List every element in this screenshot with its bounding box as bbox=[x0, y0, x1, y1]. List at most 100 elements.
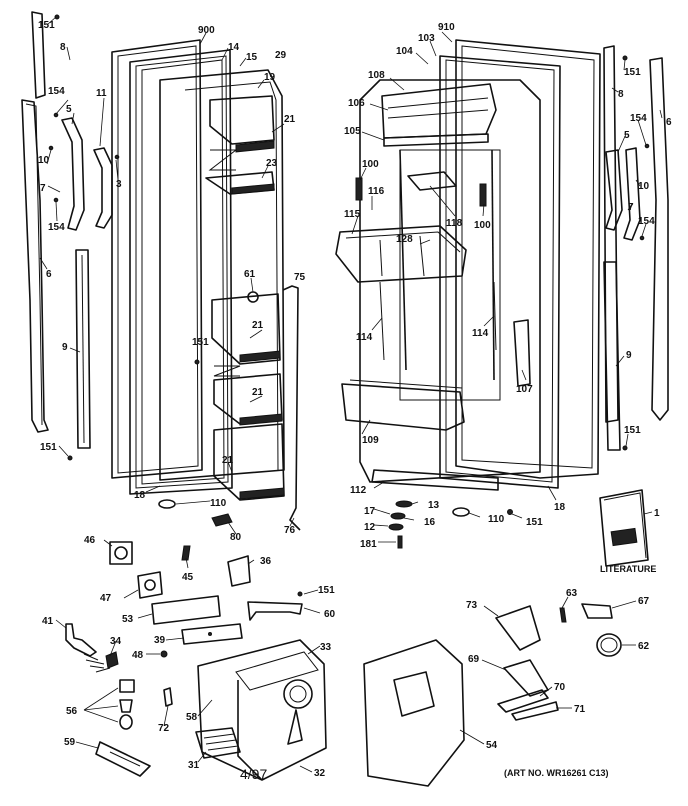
callout-31: 31 bbox=[188, 760, 200, 771]
callout-151: 151 bbox=[624, 67, 641, 78]
callout-45: 45 bbox=[182, 572, 194, 583]
callout-151: 151 bbox=[192, 337, 209, 348]
callout-47: 47 bbox=[100, 593, 112, 604]
callout-3: 3 bbox=[116, 179, 122, 190]
callout-11: 11 bbox=[96, 88, 107, 99]
freezer-door-assembly bbox=[111, 39, 301, 531]
callout-9: 9 bbox=[626, 350, 632, 361]
date-code: 4/97 bbox=[240, 766, 267, 782]
callout-8: 8 bbox=[60, 42, 66, 53]
callout-16: 16 bbox=[424, 517, 436, 528]
callout-21: 21 bbox=[284, 114, 296, 125]
callout-17: 17 bbox=[364, 506, 376, 517]
callout-112: 112 bbox=[350, 485, 367, 496]
callout-18: 18 bbox=[554, 502, 566, 513]
callout-58: 58 bbox=[186, 712, 198, 723]
callout-34: 34 bbox=[110, 636, 122, 647]
art-number: (ART NO. WR16261 C13) bbox=[504, 768, 609, 778]
callout-151: 151 bbox=[526, 517, 543, 528]
callout-110: 110 bbox=[210, 498, 227, 509]
callout-69: 69 bbox=[468, 654, 480, 665]
callout-39: 39 bbox=[154, 635, 166, 646]
callout-73: 73 bbox=[466, 600, 478, 611]
callout-32: 32 bbox=[314, 768, 326, 779]
callout-21: 21 bbox=[252, 387, 264, 398]
callout-labels: 151 8 154 5 11 10 3 7 154 6 9 151 900 14… bbox=[38, 20, 672, 779]
callout-48: 48 bbox=[132, 650, 144, 661]
callout-10: 10 bbox=[638, 181, 650, 192]
callout-900: 900 bbox=[198, 25, 215, 36]
literature-label: LITERATURE bbox=[600, 564, 656, 574]
callout-54: 54 bbox=[486, 740, 498, 751]
callout-53: 53 bbox=[122, 614, 134, 625]
callout-67: 67 bbox=[638, 596, 650, 607]
callout-100: 100 bbox=[362, 159, 379, 170]
callout-5: 5 bbox=[66, 104, 72, 115]
leader-lines bbox=[39, 16, 663, 773]
dispenser-parts bbox=[65, 541, 622, 787]
callout-41: 41 bbox=[42, 616, 54, 627]
callout-76: 76 bbox=[284, 525, 296, 536]
callout-72: 72 bbox=[158, 723, 170, 734]
callout-104: 104 bbox=[396, 46, 413, 57]
callout-13: 13 bbox=[428, 500, 440, 511]
callout-12: 12 bbox=[364, 522, 376, 533]
callout-7: 7 bbox=[40, 183, 46, 194]
callout-29: 29 bbox=[275, 50, 287, 61]
callout-21: 21 bbox=[222, 455, 234, 466]
callout-8: 8 bbox=[618, 89, 624, 100]
callout-14: 14 bbox=[228, 42, 240, 53]
callout-56: 56 bbox=[66, 706, 78, 717]
callout-71: 71 bbox=[574, 704, 586, 715]
callout-103: 103 bbox=[418, 33, 435, 44]
callout-151: 151 bbox=[624, 425, 641, 436]
callout-7: 7 bbox=[628, 202, 634, 213]
fresh-food-door-assembly bbox=[335, 39, 601, 549]
callout-114: 114 bbox=[472, 328, 489, 339]
callout-109: 109 bbox=[362, 435, 379, 446]
callout-118: 118 bbox=[446, 218, 463, 229]
callout-10: 10 bbox=[38, 155, 50, 166]
callout-151: 151 bbox=[38, 20, 55, 31]
callout-151: 151 bbox=[318, 585, 335, 596]
callout-1: 1 bbox=[654, 508, 660, 519]
callout-6: 6 bbox=[46, 269, 52, 280]
callout-116: 116 bbox=[368, 186, 385, 197]
callout-61: 61 bbox=[244, 269, 256, 280]
callout-46: 46 bbox=[84, 535, 96, 546]
callout-70: 70 bbox=[554, 682, 566, 693]
callout-19: 19 bbox=[264, 72, 276, 83]
callout-62: 62 bbox=[638, 641, 650, 652]
callout-100: 100 bbox=[474, 220, 491, 231]
callout-154: 154 bbox=[48, 222, 65, 233]
callout-115: 115 bbox=[344, 209, 361, 220]
callout-181: 181 bbox=[360, 539, 377, 550]
callout-154: 154 bbox=[630, 113, 647, 124]
literature-booklet bbox=[599, 489, 649, 567]
callout-105: 105 bbox=[344, 126, 361, 137]
callout-18: 18 bbox=[134, 490, 146, 501]
callout-63: 63 bbox=[566, 588, 578, 599]
callout-23: 23 bbox=[266, 158, 278, 169]
callout-106: 106 bbox=[348, 98, 365, 109]
callout-75: 75 bbox=[294, 272, 306, 283]
callout-36: 36 bbox=[260, 556, 272, 567]
callout-33: 33 bbox=[320, 642, 332, 653]
callout-15: 15 bbox=[246, 52, 258, 63]
callout-154: 154 bbox=[638, 216, 655, 227]
callout-108: 108 bbox=[368, 70, 385, 81]
callout-21: 21 bbox=[252, 320, 264, 331]
left-door-trim-parts bbox=[21, 11, 120, 461]
callout-114: 114 bbox=[356, 332, 373, 343]
callout-128: 128 bbox=[396, 234, 413, 245]
callout-80: 80 bbox=[230, 532, 242, 543]
callout-6: 6 bbox=[666, 117, 672, 128]
callout-107: 107 bbox=[516, 384, 533, 395]
callout-910: 910 bbox=[438, 22, 455, 33]
callout-5: 5 bbox=[624, 130, 630, 141]
callout-154: 154 bbox=[48, 86, 65, 97]
right-door-trim-parts bbox=[603, 45, 669, 451]
callout-60: 60 bbox=[324, 609, 336, 620]
callout-151: 151 bbox=[40, 442, 57, 453]
